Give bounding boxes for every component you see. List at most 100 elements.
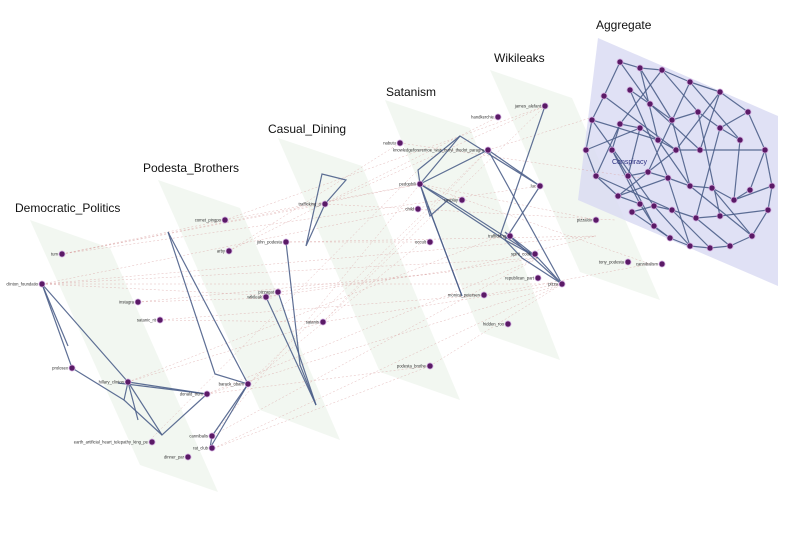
aggregate-edge: [629, 89, 669, 179]
node: [458, 196, 466, 204]
node-label: satanis: [306, 320, 319, 325]
aggregate-edge: [617, 195, 641, 205]
node-label: donald_trum: [180, 392, 204, 397]
aggregate-edge: [585, 119, 593, 151]
aggregate-edge: [695, 215, 721, 219]
plane-podesta-brothers: [158, 180, 340, 440]
aggregate-node: [582, 146, 590, 154]
aggregate-edge: [647, 171, 669, 179]
aggregate-edge: [617, 177, 669, 197]
aggregate-node: [628, 208, 636, 216]
node: [536, 182, 544, 190]
aggregate-edge: [617, 171, 649, 197]
aggregate-edge: [671, 119, 691, 187]
aggregate-node: [696, 146, 704, 154]
node-label: cannibalis: [189, 434, 208, 439]
aggregate-network: [582, 58, 776, 252]
node: [558, 280, 566, 288]
layer-title-wikileaks: Wikileaks: [494, 51, 545, 65]
aggregate-node: [600, 92, 608, 100]
plane-democratic-politics: [30, 220, 218, 492]
node-label: tony_podesta: [599, 260, 625, 265]
node: [480, 291, 488, 299]
aggregate-node: [650, 222, 658, 230]
aggregate-node: [664, 174, 672, 182]
aggregate-edge: [647, 81, 691, 173]
aggregate-node: [736, 136, 744, 144]
aggregate-edge: [689, 185, 753, 237]
aggregate-node: [708, 184, 716, 192]
node: [68, 364, 76, 372]
aggregate-node: [744, 108, 752, 116]
aggregate-node: [608, 146, 616, 154]
aggregate-edge: [653, 205, 691, 247]
aggregate-node: [666, 234, 674, 242]
node-label: monica_petersen: [448, 293, 481, 298]
node-label: tum: [51, 252, 58, 257]
node: [274, 288, 282, 296]
aggregate-node: [726, 242, 734, 250]
aggregate-edge: [733, 185, 773, 201]
aggregate-edge: [595, 175, 673, 211]
node-label: child: [405, 207, 414, 212]
aggregate-node: [716, 212, 724, 220]
node-label: rat_club: [193, 446, 209, 451]
node: [184, 453, 192, 461]
aggregate-edge: [661, 69, 691, 83]
aggregate-node: [716, 124, 724, 132]
layer-titles: Democratic_Politics Podesta_Brothers Cas…: [15, 18, 652, 215]
node: [624, 258, 632, 266]
node-label: james_alefant: [514, 104, 542, 109]
node-label: earth_artificial_heart_telepathy_king_pe: [74, 440, 149, 445]
aggregate-edge: [711, 187, 753, 237]
node: [592, 216, 600, 224]
node: [208, 444, 216, 452]
aggregate-edge: [591, 95, 605, 121]
aggregate-edge: [619, 61, 641, 69]
node-label: pedophili: [399, 182, 416, 187]
aggregate-edge: [667, 177, 691, 187]
aggregate-edge: [719, 209, 769, 217]
node-label: cosplay: [444, 198, 459, 203]
node: [282, 238, 290, 246]
layer-nodes: tumclinton_foundatioinstagrasatanic_ritp…: [6, 102, 666, 461]
aggregate-edge: [639, 67, 663, 71]
node: [534, 274, 542, 282]
aggregate-node: [614, 192, 622, 200]
aggregate-edge: [671, 209, 697, 219]
node-label: comet_pingpo: [195, 218, 222, 223]
inter-layer-edges: [41, 105, 651, 451]
node-label: clinton_foundatio: [6, 282, 38, 287]
aggregate-edge: [689, 81, 721, 93]
aggregate-edge: [719, 111, 749, 129]
aggregate-edge: [591, 119, 655, 207]
node: [321, 200, 329, 208]
node: [148, 438, 156, 446]
aggregate-node: [592, 172, 600, 180]
aggregate-node: [764, 206, 772, 214]
layer-title-podesta-brothers: Podesta_Brothers: [143, 161, 239, 175]
aggregate-edge: [747, 111, 766, 151]
aggregate-edge: [661, 69, 699, 113]
node-label: john_podesta: [256, 240, 283, 245]
aggregate-node: [616, 58, 624, 66]
node: [38, 280, 46, 288]
aggregate-node: [746, 186, 754, 194]
node: [484, 146, 492, 154]
node: [504, 320, 512, 328]
node-label: trafficking: [488, 234, 507, 239]
node-label: handkerchie: [471, 115, 494, 120]
aggregate-node: [761, 146, 769, 154]
aggregate-node: [706, 244, 714, 252]
node: [244, 380, 252, 388]
plane-aggregate: [578, 38, 778, 286]
aggregate-edge: [619, 61, 651, 105]
aggregate-node: [624, 172, 632, 180]
aggregate-edge: [611, 149, 629, 177]
aggregate-edge: [611, 123, 621, 151]
aggregate-node: [686, 78, 694, 86]
aggregate-edge: [669, 237, 691, 247]
node-label: pizzagat: [258, 290, 274, 295]
aggregate-edge: [631, 205, 655, 213]
aggregate-edge: [749, 149, 766, 191]
